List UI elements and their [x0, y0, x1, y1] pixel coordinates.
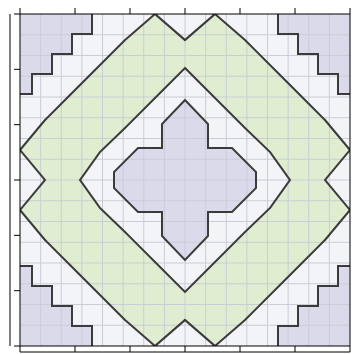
quilt-pattern-figure	[0, 0, 353, 354]
quilt-svg	[0, 0, 353, 354]
